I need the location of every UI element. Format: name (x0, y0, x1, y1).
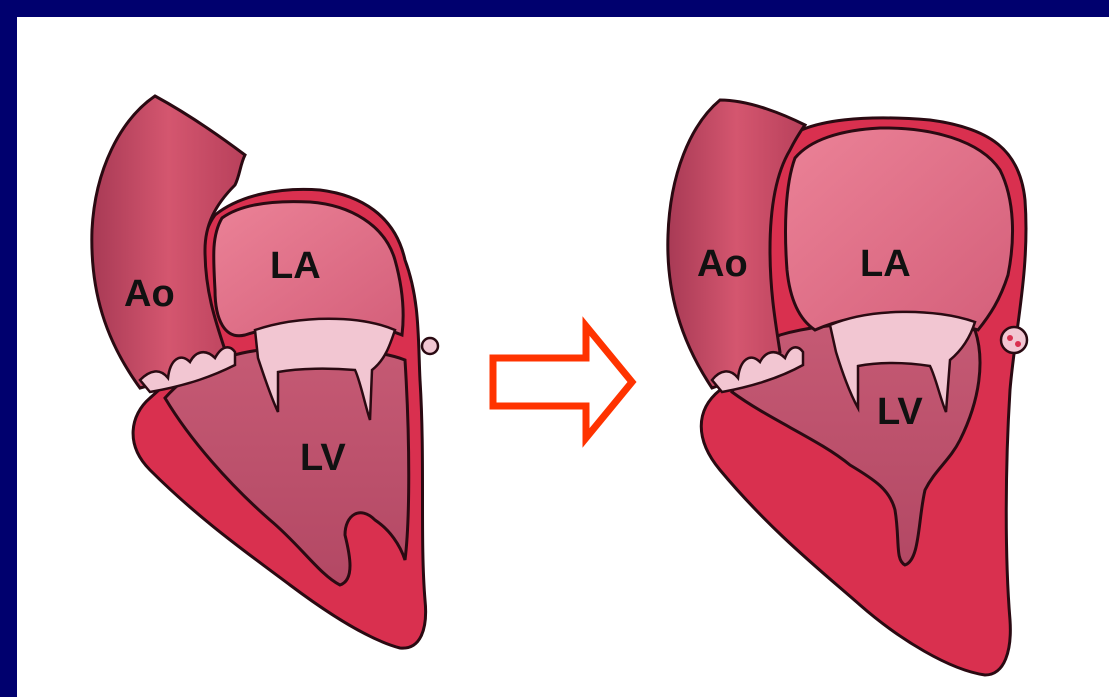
left-heart-coronary-vessel (422, 338, 438, 354)
right-arrow-icon (493, 326, 632, 438)
right-lv-label: LV (877, 391, 923, 433)
right-heart-coronary-lumen (1007, 335, 1013, 341)
normal-heart: Ao LA LV (92, 96, 438, 648)
enlarged-heart: Ao LA LV (668, 100, 1027, 675)
right-heart-left-atrium (786, 128, 1013, 330)
right-heart-coronary-lumen-2 (1015, 341, 1021, 347)
right-ao-label: Ao (697, 243, 748, 285)
right-la-label: LA (860, 243, 911, 285)
left-lv-label: LV (300, 437, 346, 479)
left-ao-label: Ao (124, 273, 175, 315)
left-la-label: LA (270, 245, 321, 287)
right-heart-coronary-vessel (1001, 327, 1027, 353)
